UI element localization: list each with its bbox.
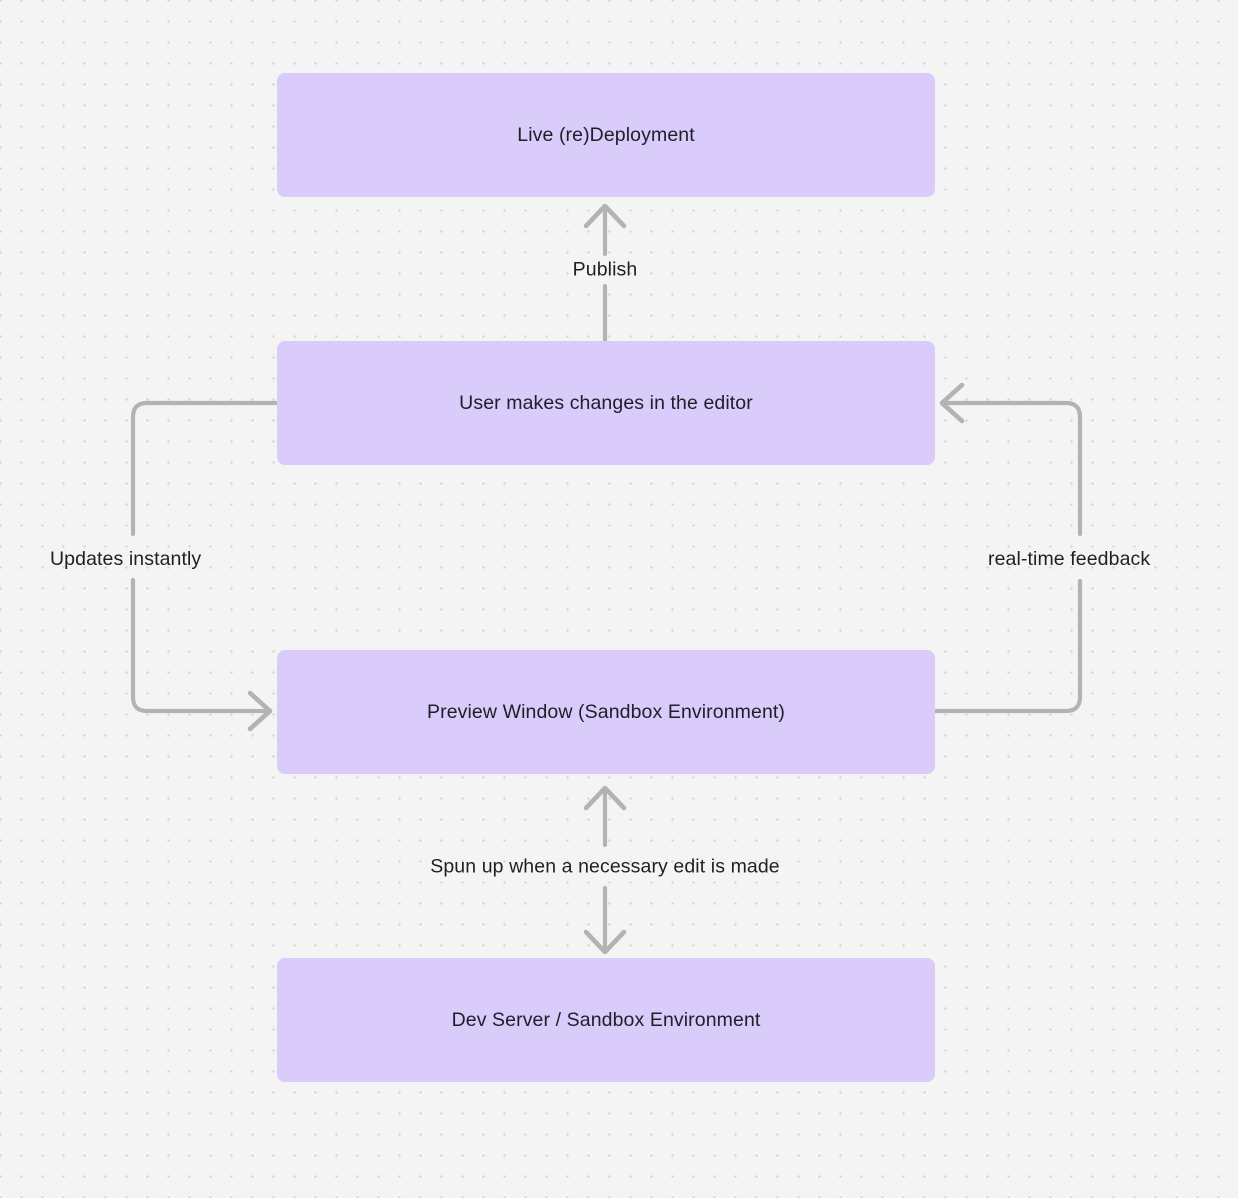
- edge-label-publish: Publish: [572, 258, 638, 281]
- node-label: User makes changes in the editor: [459, 391, 753, 414]
- edge-label-spun-up: Spun up when a necessary edit is made: [430, 855, 780, 878]
- edge-label-updates-instantly: Updates instantly: [50, 548, 202, 570]
- node-preview-window[interactable]: Preview Window (Sandbox Environment): [277, 650, 935, 774]
- edge-updates-instantly: [130, 400, 280, 732]
- node-label: Live (re)Deployment: [517, 123, 695, 146]
- edge-publish: [583, 203, 627, 343]
- node-label: Preview Window (Sandbox Environment): [427, 700, 785, 723]
- node-dev-server[interactable]: Dev Server / Sandbox Environment: [277, 958, 935, 1082]
- edge-label-real-time-feedback: real-time feedback: [988, 548, 1151, 570]
- edge-spun-up: [583, 785, 627, 955]
- node-live-redeployment[interactable]: Live (re)Deployment: [277, 73, 935, 197]
- edge-real-time-feedback: [932, 382, 1083, 714]
- node-label: Dev Server / Sandbox Environment: [451, 1008, 761, 1031]
- node-user-makes-changes[interactable]: User makes changes in the editor: [277, 341, 935, 465]
